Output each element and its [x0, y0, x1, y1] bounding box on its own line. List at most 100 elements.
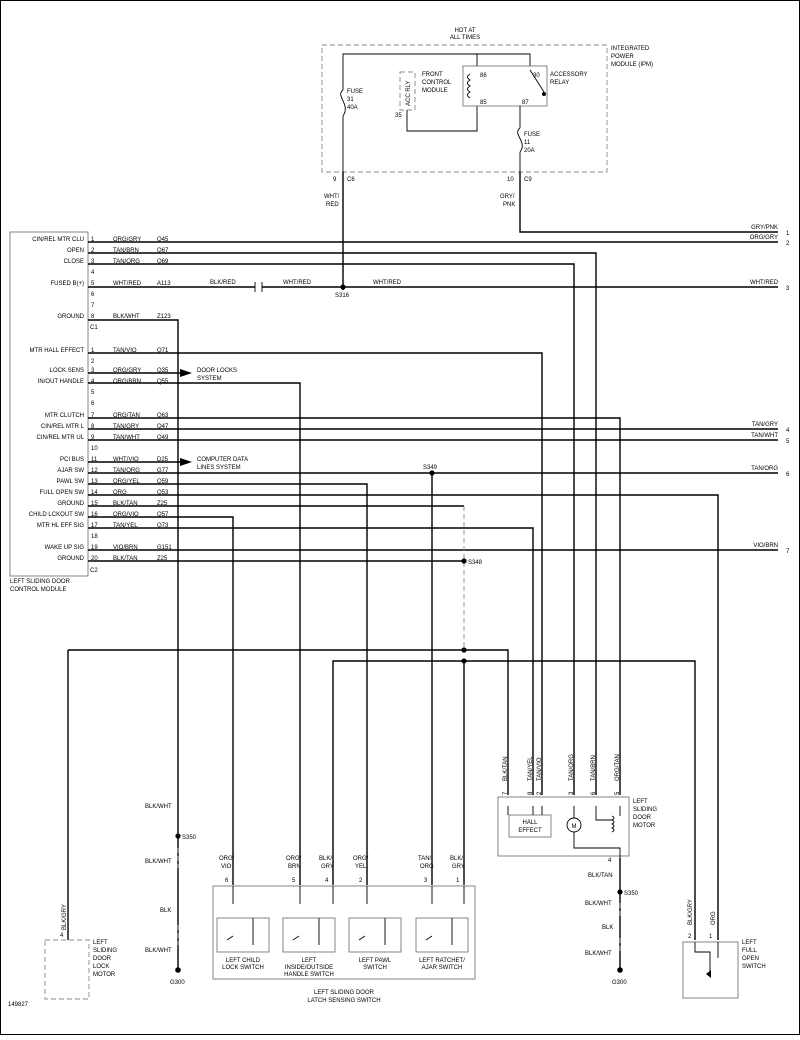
right-edge-connectors: GRY/PNK1ORG/GRY2WHT/RED3TAN/GRY4TAN/WHT5…: [750, 225, 790, 555]
fuse11-label-3: 20A: [524, 148, 535, 154]
relay-coil-icon: [467, 73, 471, 99]
arrow-icon-door-locks: [180, 369, 192, 377]
motor-name-3: DOOR: [633, 815, 652, 821]
inline-blk-red: BLK/RED: [210, 280, 236, 286]
acc-rly-box: [399, 71, 416, 111]
data-lines-label-1: COMPUTER DATA: [197, 457, 248, 463]
motor-pin-number: 2: [537, 791, 543, 795]
edge-wire-color: ORG/GRY: [750, 235, 778, 241]
pin-function-label: PAWL SW: [57, 479, 85, 485]
edge-connector-number: 7: [786, 549, 790, 555]
figure-id: 149827: [8, 1002, 29, 1008]
splice-s316: [340, 284, 346, 290]
latch-switch-label: LEFT: [302, 958, 317, 964]
lock-motor-name-3: DOOR: [93, 956, 112, 962]
switch-contact-icon: [292, 918, 320, 945]
full-open-internal: [694, 942, 719, 975]
switch-contact-icon: [226, 918, 254, 945]
edge-connector-number: 4: [786, 428, 790, 434]
motor-name-1: LEFT: [633, 799, 648, 805]
edge-connector-number: 2: [786, 241, 790, 247]
pin-wire-color: TAN/BRN: [113, 248, 139, 254]
latch-switch-label: INSIDE/OUTSIDE: [285, 965, 333, 971]
pin-wire-color: WHT/RED: [113, 281, 142, 287]
wire-q73: [88, 527, 534, 795]
motor-pin-wire: TAN/VIO: [537, 757, 543, 781]
edge-connector-number: 1: [786, 231, 790, 237]
relay-switch-icon: [529, 69, 545, 93]
pin-wire-color: BLK/TAN: [113, 501, 138, 507]
motor-internal-wiring: [573, 806, 621, 858]
lock-motor-name-4: LOCK: [93, 964, 109, 970]
inline-connector-icon: [254, 282, 263, 292]
ground-wire-a3: BLK: [160, 908, 171, 914]
ipm-label-2: POWER: [611, 54, 634, 60]
acc-rly-label: ACC RLY: [406, 80, 412, 106]
motor-pin-number: 7: [503, 791, 509, 795]
pin-circuit-id: Z123: [157, 314, 171, 320]
edge-connector-number: 6: [786, 472, 790, 478]
fuse31-label-2: 31: [347, 97, 354, 103]
full-open-switch-block: 2 1 BLK/GRY ORG LEFT FULL OPEN SWITCH: [682, 899, 766, 999]
ground-wire-b4: BLK/WHT: [585, 951, 612, 957]
edge-wire-color: TAN/GRY: [752, 422, 778, 428]
ground-icon-g300-b: [617, 967, 623, 973]
full-open-wire-2: ORG: [711, 911, 717, 925]
motor-pin-wire: BLK/TAN: [503, 756, 509, 781]
pin-wire-color: VIO/BRN: [113, 545, 138, 551]
pin-function-label: WAKE UP SIG: [45, 545, 85, 551]
pin-function-label: CIN/REL MTR L: [41, 424, 85, 430]
door-motor-block: HALL EFFECT M LEFT SLIDING DOOR MOTOR 4 …: [497, 754, 657, 864]
wire-layer: [67, 172, 778, 968]
wire-blk-tan-bus: [68, 649, 509, 795]
pin-number: 9: [91, 435, 95, 441]
latch-pin-wire: ORG/: [353, 856, 369, 862]
lock-motor-name-5: MOTOR: [93, 972, 116, 978]
pin-number: 8: [91, 424, 95, 430]
pin-number: 14: [91, 490, 98, 496]
pin-number: 4: [91, 270, 95, 276]
pin-number: 10: [91, 446, 98, 452]
latch-switch-label: AJAR SWITCH: [422, 965, 463, 971]
pin-circuit-id: Q59: [157, 479, 169, 485]
ipm-label-1: INTEGRATED: [611, 46, 650, 52]
edge-connector-number: 5: [786, 439, 790, 445]
latch-switch-element: [216, 917, 270, 953]
pin-wire-color: TAN/YEL: [113, 523, 138, 529]
fuse31-label-1: FUSE: [347, 89, 363, 95]
wire-q63: [88, 417, 621, 795]
wire-q57: [88, 516, 234, 885]
fuse31-label-3: 40A: [347, 105, 358, 111]
motor-pin-wire: ORG/TAN: [615, 754, 621, 781]
latch-switch-label: HANDLE SWITCH: [284, 972, 334, 978]
pin-number: 8: [91, 314, 95, 320]
latch-switch-element: [282, 917, 336, 953]
edge-wire-color: WHT/RED: [750, 280, 779, 286]
pin-circuit-id: Q35: [157, 368, 169, 374]
lock-motor-name-1: LEFT: [93, 940, 108, 946]
latch-pin-wire: TAN/: [418, 856, 432, 862]
ground-icon-g300-a: [175, 967, 181, 973]
pin-function-label: GROUND: [57, 501, 84, 507]
inline-wht-red-a: WHT/RED: [283, 280, 312, 286]
latch-pin-wire: BLK/: [450, 856, 463, 862]
pin-number: 3: [91, 368, 95, 374]
pin-function-label: MTR CLUTCH: [45, 413, 84, 419]
pin-number: 13: [91, 479, 98, 485]
hall-label-1: HALL: [522, 820, 538, 826]
arrow-icon-data-lines: [180, 458, 192, 466]
pin-number: 11: [91, 457, 98, 463]
latch-pin-number: 2: [359, 878, 363, 884]
pin-number: 7: [91, 413, 95, 419]
splice-label-s316: S316: [335, 293, 350, 299]
pin-number: 2: [91, 248, 95, 254]
splice-bus-b: [461, 658, 467, 664]
pin-wire-color: ORG/GRY: [113, 237, 141, 243]
pin-circuit-id: Q53: [157, 490, 169, 496]
fuse31-symbol: [340, 89, 346, 117]
edge-wire-color: TAN/WHT: [751, 433, 778, 439]
latch-pin-wire: GRY: [321, 864, 334, 870]
edge-wire-color: GRY/PNK: [751, 225, 778, 231]
